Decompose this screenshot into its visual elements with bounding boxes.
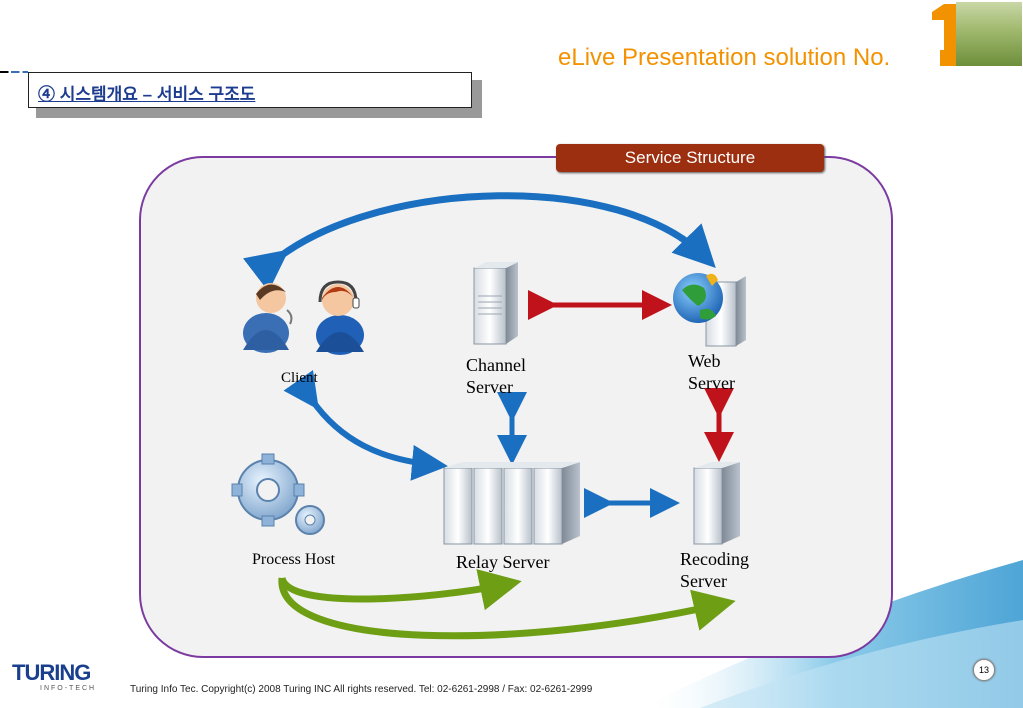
page-number: 13: [973, 659, 995, 681]
web-server-label-line2: Server: [688, 373, 735, 393]
header-photo: [956, 2, 1022, 66]
recoding-server-icon: [693, 462, 740, 545]
logo-sub-text: INFO-TECH: [40, 685, 97, 692]
relay-server-label: Relay Server: [456, 552, 550, 572]
web-server-label-line1: Web: [688, 351, 721, 371]
arrow-client-web: [243, 192, 716, 292]
channel-server-label-line2: Server: [466, 377, 513, 397]
recoding-server-label-line1: Recoding: [680, 549, 749, 569]
relay-server-icon: [443, 462, 580, 545]
brand-tagline: eLive Presentation solution No.: [558, 44, 891, 71]
page-title: ④ 시스템개요 – 서비스 구조도: [38, 85, 256, 104]
arrow-process-relay: [278, 569, 522, 611]
service-structure-badge: Service Structure: [556, 144, 824, 172]
channel-server-icon: [473, 262, 518, 345]
web-server-icon: [673, 273, 746, 347]
recoding-server-label-line2: Server: [680, 571, 727, 591]
process-host-gears-icon: [231, 453, 325, 535]
process-host-label: Process Host: [252, 551, 336, 568]
turing-logo: TURING INFO-TECH: [12, 662, 96, 693]
client-people-icon: [243, 280, 364, 355]
title-box: [28, 72, 472, 108]
arrow-client-relay: [283, 370, 448, 481]
number-one-icon: [932, 4, 962, 66]
header-dash: [0, 71, 28, 73]
client-label: Client: [281, 370, 318, 386]
logo-main-text: TURING: [12, 660, 91, 685]
arrow-process-recoding: [278, 577, 736, 640]
channel-server-label-line1: Channel: [466, 355, 526, 375]
footer-copyright: Turing Info Tec. Copyright(c) 2008 Turin…: [130, 684, 593, 695]
